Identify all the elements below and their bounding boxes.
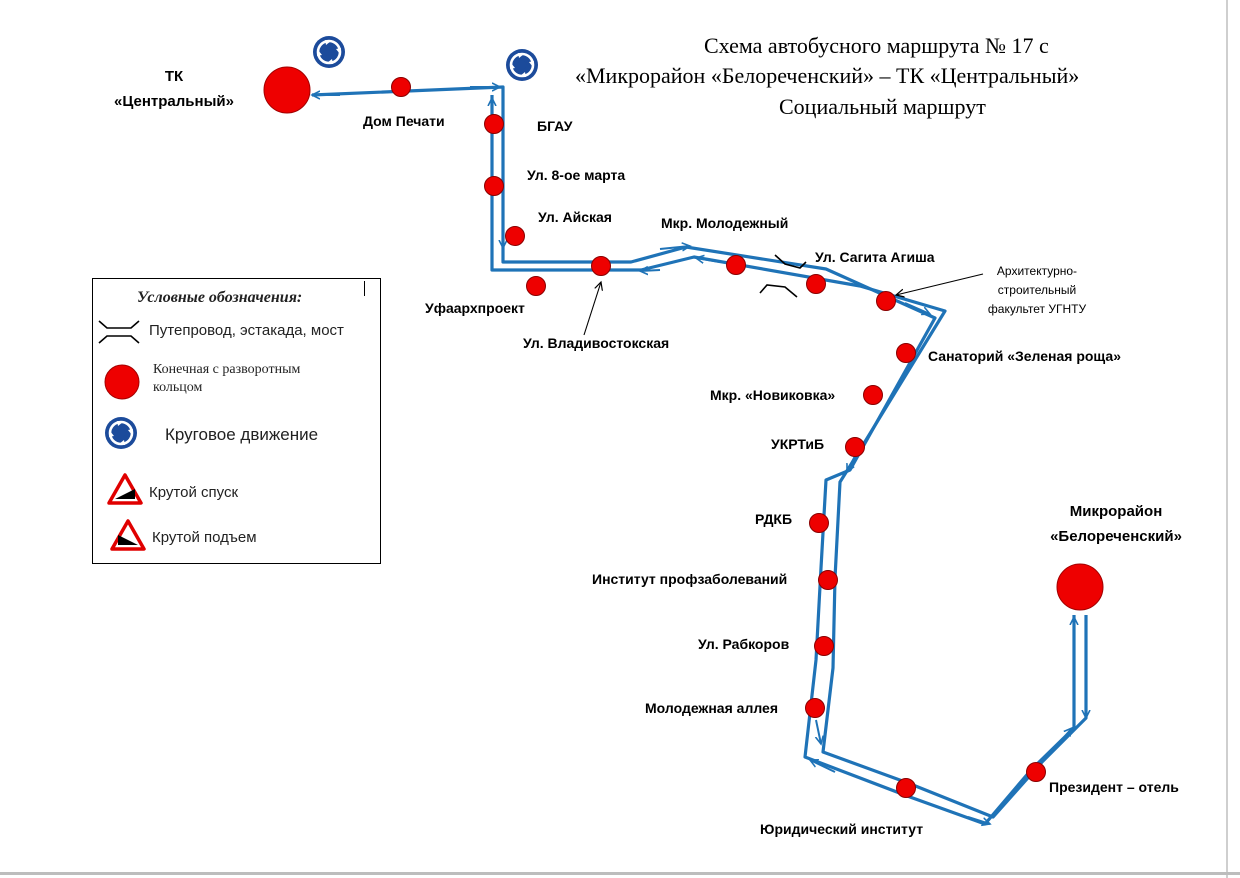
terminal-tk-central-marker [263,66,311,114]
text-cursor [364,281,365,296]
stop-dom-pechati [391,77,411,97]
label-ul-8-marta: Ул. 8-ое марта [527,167,626,183]
label-arch-faculty-line3: факультет УГНТУ [987,302,1087,316]
label-inst-profzabolevaniy: Институт профзаболеваний [592,571,788,587]
terminal-belorechensky-line1: Микрорайон [1069,503,1163,520]
route-line-inbound [311,85,1076,826]
legend-terminal-line1: Конечная с разворотным [153,362,301,377]
stop-bgau [484,114,504,134]
overpass-icon [98,320,140,344]
terminal-belorechensky-line2: «Белореченский» [1050,528,1182,545]
label-dom-pechati: Дом Печати [363,113,445,129]
stop-ul-sagita-agisha [806,274,826,294]
route-line-outbound [490,95,1088,819]
stop-ufaarkhproekt [526,276,546,296]
stop-prezident-otel [1026,762,1046,782]
legend-roundabout-label: Круговое движение [165,425,319,444]
legend-steep-descent-label: Крутой спуск [149,484,239,501]
label-ufaarkhproekt: Уфаархпроект [425,300,525,316]
stop-ul-8-marta [484,176,504,196]
pointer-arch-faculty [896,273,984,295]
stop-mkr-novikovka [863,385,883,405]
label-rdkb: РДКБ [755,511,793,527]
label-arch-faculty-line1: Архитектурно- [996,264,1078,278]
page-edge-right [1226,0,1228,878]
page-edge-bottom [0,872,1240,875]
legend-terminal-label: Конечная с разворотным кольцом [153,361,300,397]
legend-terminal-line2: кольцом [153,380,203,395]
label-ul-aiskaya: Ул. Айская [538,209,612,225]
stop-markers [391,77,1046,798]
label-bgau: БГАУ [537,118,573,134]
label-molodezhnaya-alleya: Молодежная аллея [645,700,778,716]
label-prezident-otel: Президент – отель [1049,779,1179,795]
label-mkr-novikovka: Мкр. «Новиковка» [710,387,836,403]
stop-inst-profzabolevaniy [818,570,838,590]
legend-title: Условные обозначения: [137,289,303,306]
stop-yuridichesky-institut [896,778,916,798]
terminal-belorechensky-label: Микрорайон «Белореченский» [1038,499,1194,549]
label-yuridichesky-institut: Юридический институт [760,821,924,837]
page-subtitle: Социальный маршрут [779,94,986,119]
roundabout-icon [311,34,347,70]
label-arch-faculty-line2: строительный [997,283,1077,297]
overpass-icon [759,254,807,298]
terminal-tk-central-label: ТК «Центральный» [104,64,244,114]
page-title-line1: Схема автобусного маршрута № 17 с [704,33,1049,58]
label-ul-sagita-agisha: Ул. Сагита Агиша [815,249,935,265]
label-ul-rabkorov: Ул. Рабкоров [698,636,790,652]
pointer-vladivostokskaya [583,282,601,336]
label-ul-vladivostokskaya: Ул. Владивостокская [523,335,670,351]
stop-mkr-molodezhny [726,255,746,275]
label-ukrtib: УКРТиБ [771,436,825,452]
roundabout-icon [504,47,540,83]
stop-ul-aiskaya [505,226,525,246]
stop-rdkb [809,513,829,533]
label-mkr-molodezhny: Мкр. Молодежный [661,215,789,231]
terminal-tk-central-line1: ТК [164,68,184,85]
legend-steep-ascent-label: Крутой подъем [152,529,257,546]
terminal-tk-central-line2: «Центральный» [114,93,234,110]
stop-arch-faculty [876,291,896,311]
stop-ul-vladivostokskaya [591,256,611,276]
legend-box: Условные обозначения: Путепровод, эстака… [92,278,381,564]
terminal-belorechensky-marker [1056,563,1104,611]
terminal-marker-icon [104,364,140,400]
legend-overpass-label: Путепровод, эстакада, мост [149,322,344,339]
stop-sanatorium [896,343,916,363]
stop-ukrtib [845,437,865,457]
steep-descent-icon [107,473,143,505]
page-title-line2: «Микрорайон «Белореченский» – ТК «Центра… [575,63,1080,88]
roundabout-icon [105,417,137,449]
label-arch-faculty: Архитектурно- строительный факультет УГН… [978,262,1096,319]
stop-ul-rabkorov [814,636,834,656]
label-sanatorium: Санаторий «Зеленая роща» [928,348,1121,364]
steep-ascent-icon [110,519,146,551]
stop-molodezhnaya-alleya [805,698,825,718]
